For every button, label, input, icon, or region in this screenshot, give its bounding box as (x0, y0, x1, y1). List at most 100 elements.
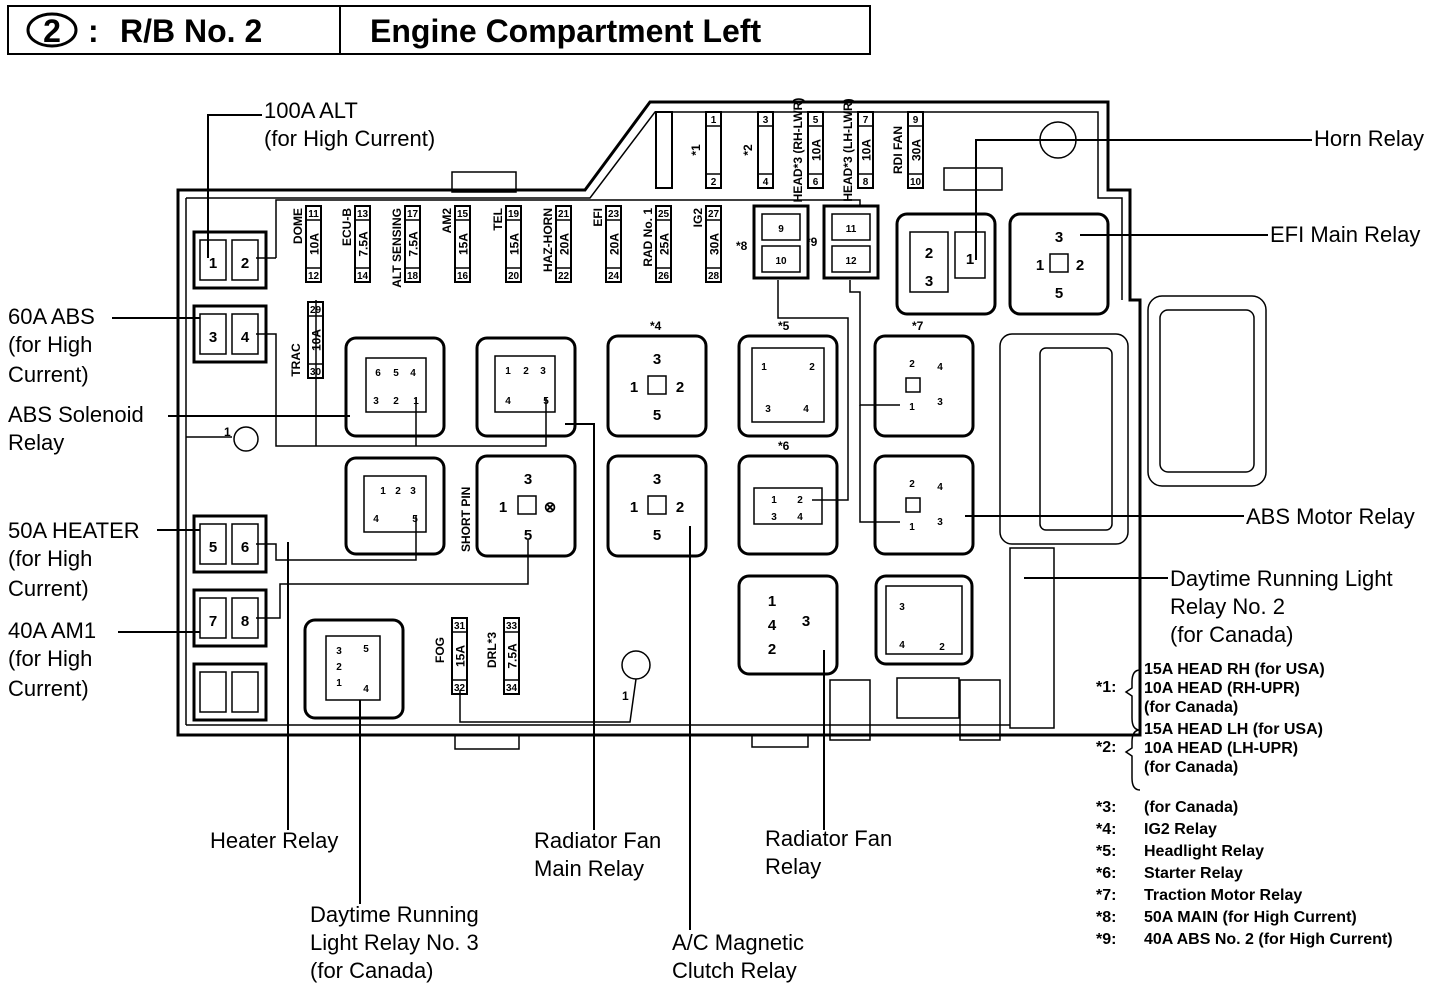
traction-motor-relay[interactable]: 2 4 1 3 (873, 334, 975, 438)
drl-relay-no3[interactable]: 3 2 1 5 4 (303, 618, 405, 720)
abs-solenoid-relay[interactable]: 6 5 4 3 2 1 (344, 336, 446, 438)
fusible-link-blank[interactable] (199, 671, 227, 713)
svg-text:2: 2 (939, 642, 945, 653)
fusible-link-9[interactable] (761, 213, 801, 241)
fusible-link-10[interactable] (761, 245, 801, 273)
footnote-line: Headlight Relay (1144, 843, 1264, 860)
callout-drl3-sub: Light Relay No. 3 (310, 930, 479, 955)
fusible-link-5[interactable] (199, 523, 227, 565)
svg-text:3: 3 (653, 351, 661, 368)
svg-text:3: 3 (336, 646, 342, 657)
callout-40a-am1: 40A AM1 (8, 618, 96, 643)
fuse-amp: 7.5A (357, 231, 371, 257)
fuse[interactable]: 34 (757, 111, 774, 189)
svg-text:4: 4 (899, 640, 905, 651)
fuse-bottom-num: 34 (506, 683, 518, 694)
fusible-link-11[interactable] (831, 213, 871, 241)
spare-fuse-slot[interactable] (655, 111, 673, 189)
fuse-top-num: 31 (454, 621, 466, 632)
svg-text:1: 1 (909, 522, 915, 533)
fuse-top-num: 3 (763, 115, 769, 126)
upper-fuse-name: HEAD*3 (LH-LWR) (841, 98, 855, 201)
starter-relay[interactable]: 1 2 3 4 (737, 454, 839, 556)
radiator-fan-relay[interactable]: 1 4 3 2 (737, 574, 839, 676)
fuse-name: DOME (291, 208, 305, 244)
link-num: 2 (241, 255, 249, 272)
fusible-link-3[interactable] (199, 313, 227, 355)
horn-relay[interactable]: 2 3 1 (895, 212, 997, 316)
fuse-top-num: 7 (863, 115, 869, 126)
footnote-key: *6: (1096, 865, 1116, 882)
fusible-link-12[interactable] (831, 245, 871, 273)
footnote-key: *2: (1096, 739, 1116, 756)
fuse-top-num: 9 (913, 115, 919, 126)
fusible-link-1[interactable] (199, 239, 227, 281)
fuse-amp: 25A (658, 233, 672, 255)
efi-main-relay[interactable]: 3 1 2 5 (1008, 212, 1110, 316)
fuse-bottom-num: 6 (813, 177, 819, 188)
fuse-bottom-num: 14 (357, 271, 369, 282)
footnote-line: (for Canada) (1144, 759, 1238, 776)
ground-mark-1: 1 (224, 425, 231, 439)
ground-mark-2: 1 (622, 689, 629, 703)
svg-text:5: 5 (653, 407, 661, 424)
svg-text:4: 4 (373, 514, 379, 525)
ig2-relay[interactable]: 3 1 2 5 (606, 334, 708, 438)
svg-text:2: 2 (925, 245, 933, 262)
footnote-key: *9: (1096, 931, 1116, 948)
fuse-top-num: 23 (608, 209, 620, 220)
headlight-relay[interactable]: 1 2 3 4 (737, 334, 839, 438)
fuse[interactable]: 12 (705, 111, 722, 189)
fusible-link-7[interactable] (199, 597, 227, 639)
footnote-key: *8: (1096, 909, 1116, 926)
misc-fuse-name: TRAC (289, 343, 303, 377)
fuse-bottom-num: 28 (708, 271, 720, 282)
heater-relay[interactable]: 1 2 3 4 5 (344, 456, 446, 556)
abs-motor-relay[interactable]: 2 4 1 3 (873, 454, 975, 556)
svg-text:3: 3 (899, 602, 905, 613)
drl-relay-no2[interactable]: 3 4 2 (874, 574, 974, 666)
svg-text:3: 3 (540, 366, 546, 377)
radiator-fan-main-relay[interactable]: 1 2 3 4 5 (475, 336, 577, 438)
callout-radiator-fan: Radiator Fan (765, 826, 892, 851)
svg-text:1: 1 (966, 251, 974, 268)
link-num: 7 (209, 613, 217, 630)
upper-fuse-name: HEAD*3 (RH-LWR) (791, 98, 805, 203)
fuse-amp: 30A (708, 233, 722, 255)
fuse-top-num: 17 (407, 209, 419, 220)
svg-text:1: 1 (771, 495, 777, 506)
fuse-amp: 15A (454, 645, 468, 667)
footnote-key: *4: (1096, 821, 1116, 838)
ac-magnetic-clutch-relay[interactable]: 3 1 2 5 (606, 454, 708, 558)
footnote-line: 50A MAIN (for High Current) (1144, 909, 1357, 926)
footnote-line: Traction Motor Relay (1144, 887, 1302, 904)
svg-text:3: 3 (765, 404, 771, 415)
svg-text:4: 4 (410, 368, 416, 379)
connector-housings (999, 295, 1267, 729)
callout-efi-main: EFI Main Relay (1270, 222, 1420, 247)
fusible-link-blank[interactable] (231, 671, 259, 713)
svg-text:6: 6 (375, 368, 381, 379)
link-num: 6 (241, 539, 249, 556)
star-mark-8: *8 (736, 239, 748, 253)
svg-text:2: 2 (523, 366, 529, 377)
short-pin-socket[interactable]: 3 1 ⊗ 5 (475, 454, 577, 558)
fuse-amp: 15A (508, 233, 522, 255)
svg-text:1: 1 (761, 362, 767, 373)
fusible-link-2[interactable] (231, 239, 259, 281)
